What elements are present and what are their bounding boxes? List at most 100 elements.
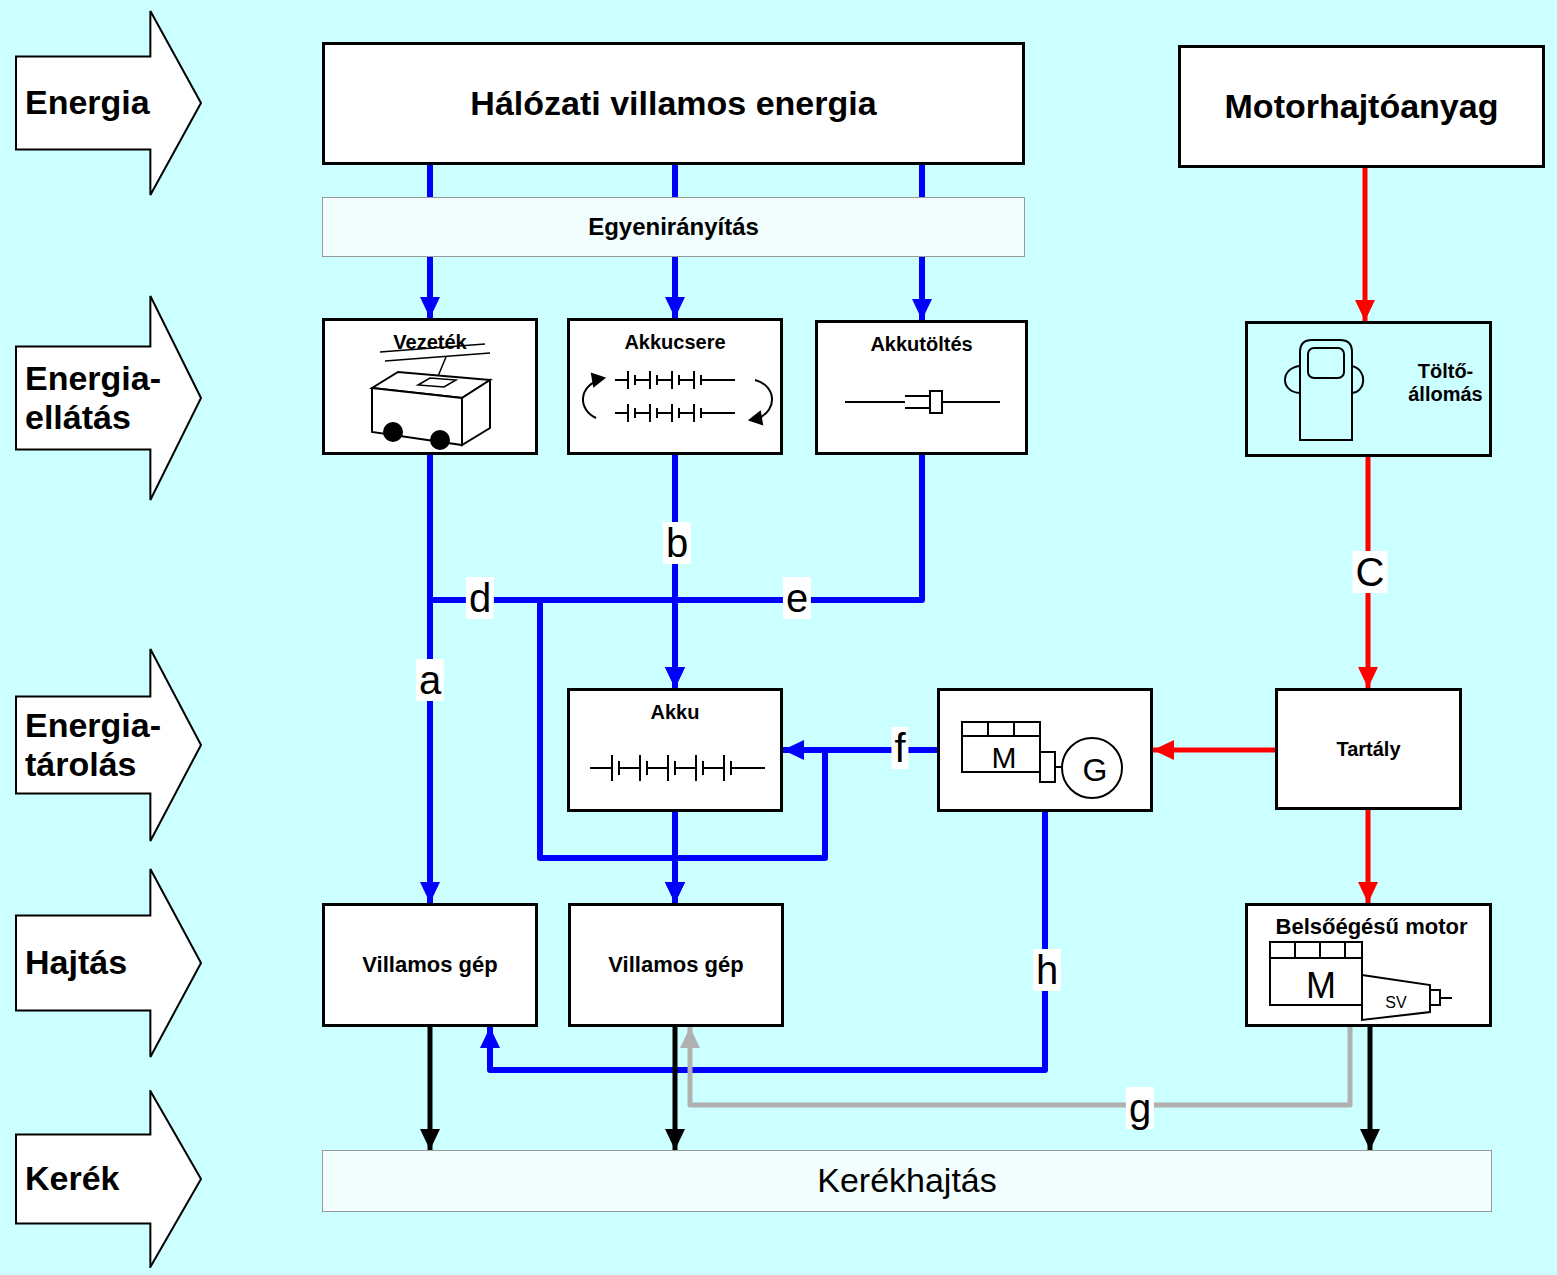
process-box: Belsőégésű motorM SV [1245,903,1492,1027]
process-box: Töltő- állomás [1245,321,1492,457]
text-holder: M [974,741,1034,776]
box-fill [568,903,784,1027]
battery-symbol [615,371,735,389]
flow-connector [1366,810,1371,903]
process-box: Tartály [1275,688,1462,810]
process-box: Egyenirányítás [322,197,1025,257]
process-box: Akkucsere [567,318,783,455]
plug-icon [845,391,1000,413]
symbol-text: G [1083,752,1108,789]
edge-label: f [891,727,908,769]
process-box: Villamos gép [568,903,784,1027]
symbol-text: SV [1385,994,1406,1012]
stage-arrow: Kerék [15,1090,203,1268]
flow-connector [1363,168,1368,321]
flow-connector [428,1027,433,1150]
node-text: Egyenirányítás [588,213,759,241]
node-text: Vezeték [393,331,466,354]
battery-symbol [590,755,765,781]
flow-connector [673,1027,678,1150]
flow-connector [675,455,922,688]
battery-symbol [615,404,735,422]
flow-connector [427,165,433,197]
process-box: Villamos gép [322,903,538,1027]
node-text: Kerékhajtás [817,1161,997,1200]
edge-label: a [416,659,444,701]
battery-symbols [590,371,765,781]
edge-label: g [1126,1087,1154,1129]
process-box: Kerékhajtás [322,1150,1492,1212]
box-fill [322,318,538,455]
text-holder: M [1291,965,1351,1006]
process-box: Motorhajtóanyag [1178,45,1545,168]
flow-connector [690,1027,1350,1105]
stage-arrow: Energia- tárolás [15,648,203,842]
node-text: Villamos gép [362,952,497,977]
text-holder: G [1065,752,1125,789]
node-text: Akku [651,701,700,724]
flow-connector [1368,1027,1373,1150]
node-text: Energia [25,83,150,122]
stage-arrow: Energia [15,10,203,196]
motor-generator-icon [962,722,1122,798]
symbol-text: M [1306,965,1336,1006]
fuel-pump-icon [1285,340,1363,440]
flow-connector [1153,748,1275,753]
stage-arrow: Hajtás [15,868,203,1058]
process-box: Akkutöltés [815,320,1028,455]
box-fill [322,1150,1492,1212]
box-fill [815,320,1028,455]
edge-label: b [663,522,691,564]
node-text: Tartály [1336,738,1400,761]
edge-label: d [466,577,494,619]
flow-connector [919,257,925,320]
edge-label: h [1033,949,1061,991]
edge-label: C [1353,551,1388,593]
process-box: Vezeték [322,318,538,455]
flow-connector [675,750,937,903]
flow-connector [430,455,675,903]
box-fill [322,903,538,1027]
flow-connector [919,165,925,197]
text-holder: Töltő- állomás [1398,360,1493,406]
node-text: Hajtás [25,943,127,982]
node-text: Hálózati villamos energia [470,84,876,123]
symbol-text: Töltő- állomás [1398,360,1493,406]
text-holder: SV [1381,994,1411,1012]
edge-label: e [783,577,811,619]
trolley-icon [372,344,490,449]
box-fill [322,42,1025,165]
engine-icon [1270,942,1452,1020]
box-fill [1275,688,1462,810]
box-fill [1245,903,1492,1027]
process-box: Hálózati villamos energia [322,42,1025,165]
box-fill [1178,45,1545,168]
node-text: Akkucsere [624,331,725,354]
flow-connector [490,812,1045,1070]
symbol-text: M [992,741,1017,776]
node-text: Energia- tárolás [25,706,175,784]
flow-connector [430,455,675,688]
text-holder: Belsőégésű motor [1248,914,1495,939]
node-text: Akkutöltés [870,333,972,356]
stage-arrow: Energia- ellátás [15,295,203,501]
flow-connector [672,257,678,318]
node-text: Motorhajtóanyag [1225,87,1499,126]
box-fill [1245,321,1492,457]
box-fill [937,688,1153,812]
box-fill [567,688,783,812]
flow-connector [427,257,433,318]
node-text: Energia- ellátás [25,359,175,437]
node-text: Villamos gép [608,952,743,977]
box-fill [322,197,1025,257]
process-box: MG [937,688,1153,812]
flow-connector [672,165,678,197]
symbol-text: Belsőégésű motor [1276,914,1468,939]
swap-arrows [583,374,772,424]
node-text: Kerék [25,1159,120,1198]
process-box: Akku [567,688,783,812]
